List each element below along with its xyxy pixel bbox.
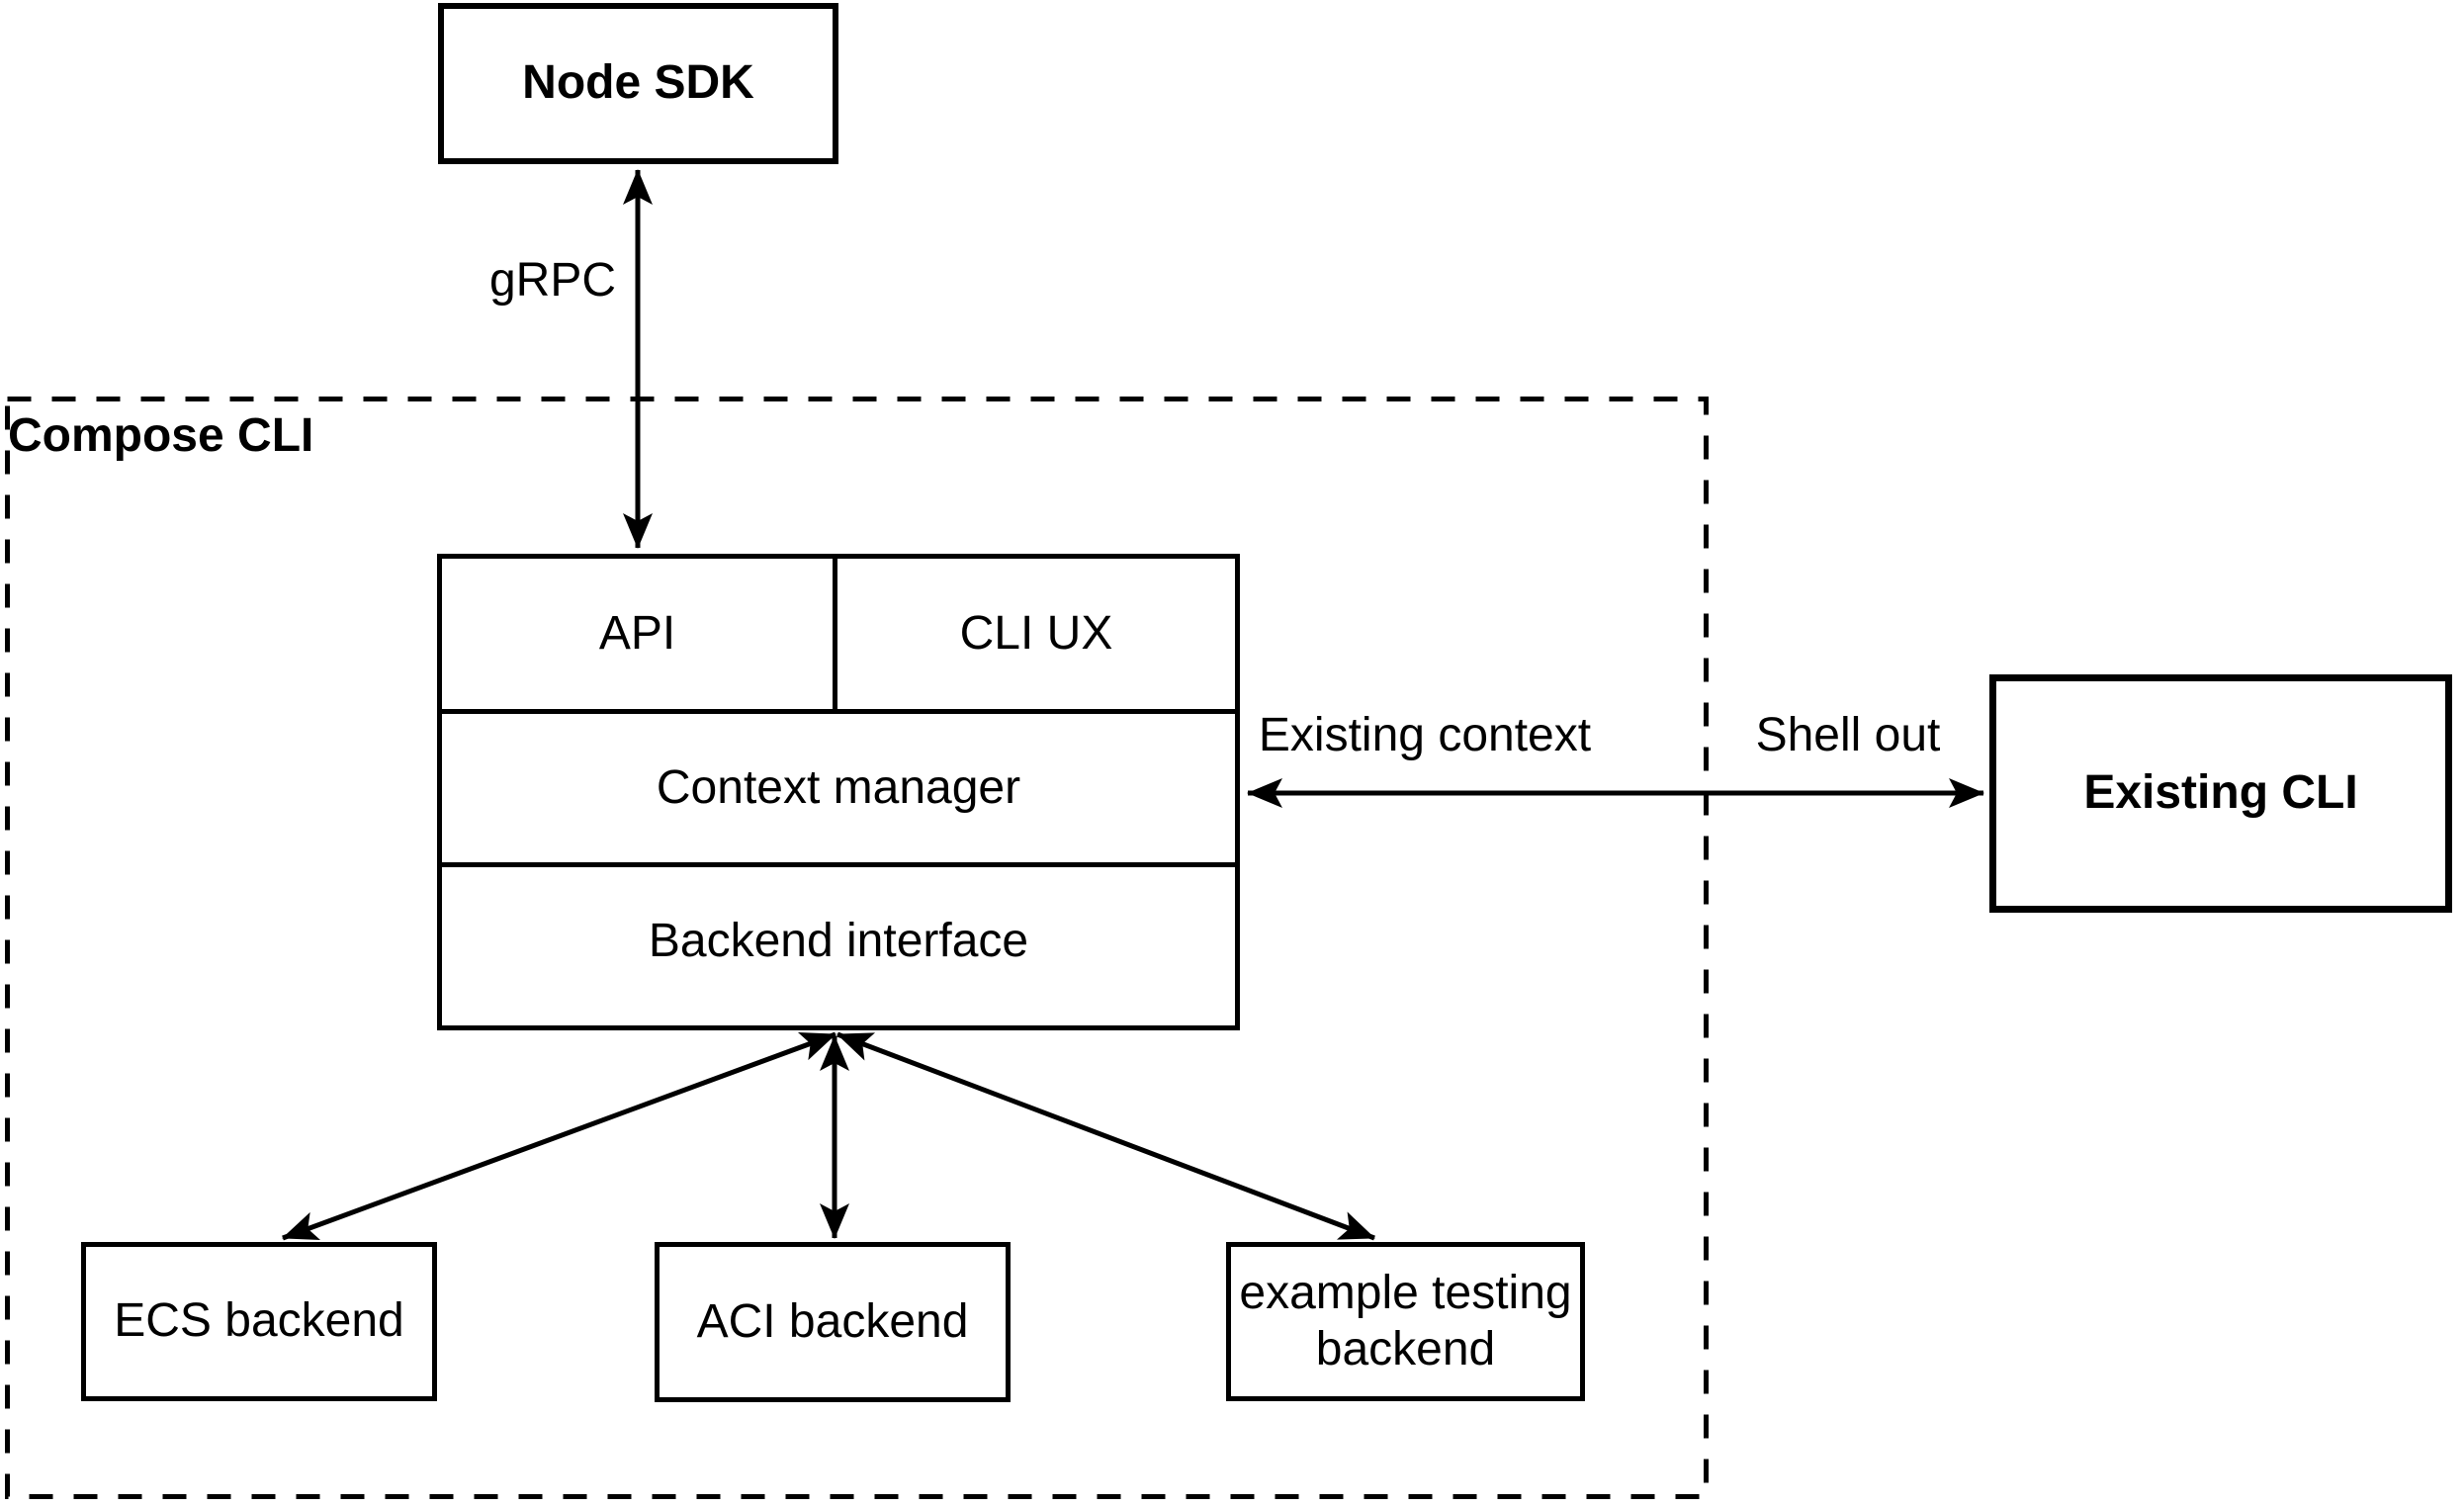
aci-backend-box: ACI backend — [655, 1242, 1011, 1402]
cli-ux-cell: CLI UX — [837, 559, 1235, 709]
api-cell: API — [442, 559, 837, 709]
context-manager-label: Context manager — [656, 760, 1021, 814]
backend-to-example-arrow — [836, 1031, 1375, 1241]
example-testing-backend-box: example testing backend — [1226, 1242, 1585, 1401]
top-row: API CLI UX — [442, 559, 1235, 714]
api-label: API — [598, 606, 676, 660]
backend-interface-cell: Backend interface — [442, 867, 1235, 1016]
node-sdk-box: Node SDK — [438, 3, 838, 164]
backend-to-ecs-arrow — [282, 1031, 836, 1241]
aci-backend-label: ACI backend — [696, 1294, 969, 1348]
existing-cli-label: Existing CLI — [2083, 766, 2358, 820]
ecs-backend-box: ECS backend — [81, 1242, 437, 1401]
cli-ux-label: CLI UX — [959, 606, 1113, 660]
node-sdk-label: Node SDK — [522, 56, 754, 110]
example-testing-backend-label: example testing backend — [1239, 1267, 1572, 1375]
existing-context-edge-label: Existing context — [1258, 709, 1592, 761]
shell-out-edge-label: Shell out — [1755, 709, 1941, 761]
backend-interface-label: Backend interface — [648, 914, 1029, 967]
context-manager-cell: Context manager — [442, 714, 1235, 867]
existing-cli-box: Existing CLI — [1989, 674, 2452, 913]
ecs-backend-label: ECS backend — [114, 1294, 404, 1348]
compose-cli-container-label: Compose CLI — [8, 409, 314, 462]
grpc-edge-label: gRPC — [488, 254, 616, 307]
compose-cli-core-box: API CLI UX Context manager Backend inter… — [437, 554, 1240, 1030]
